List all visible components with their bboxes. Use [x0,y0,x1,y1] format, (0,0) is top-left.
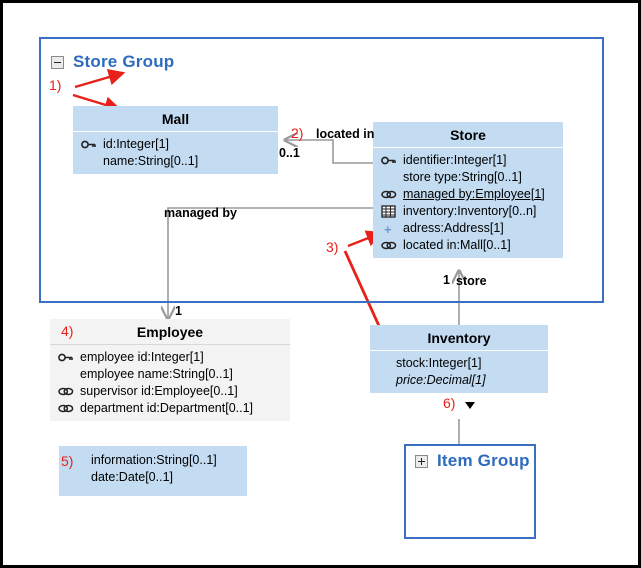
key-icon [381,154,397,167]
attribute-text: inventory:Inventory[0..n] [403,204,537,218]
attribute-row[interactable]: employee name:String[0..1] [50,366,290,383]
class-store-title: Store [373,122,563,147]
item-group-expander-plus-icon[interactable] [415,455,428,468]
attribute-text: supervisor id:Employee[0..1] [80,384,238,398]
triangle-down-icon[interactable] [465,402,475,409]
attribute-text: name:String[0..1] [103,154,199,168]
class-mall[interactable]: Mall id:Integer[1] name:String[0..1] [73,106,278,180]
attribute-text: adress:Address[1] [403,221,504,235]
package-title: Store Group [73,52,175,71]
class-inventory-separator [370,350,548,351]
class-mall-separator [73,131,278,132]
label-store-role: store [456,274,487,288]
class-store-separator [373,147,563,148]
attribute-text: employee name:String[0..1] [80,367,233,381]
annotation-6-label: 6) [443,395,456,411]
attribute-row[interactable]: department id:Department[0..1] [50,400,290,417]
attribute-text: stock:Integer[1] [396,356,482,370]
label-located-in-multiplicity: 0..1 [279,146,300,160]
attribute-row[interactable]: supervisor id:Employee[0..1] [50,383,290,400]
attribute-text: department id:Department[0..1] [80,401,254,415]
class-mall-title: Mall [73,106,278,131]
key-icon [58,351,74,364]
package-expander-minus-icon[interactable] [51,56,64,69]
attribute-row[interactable]: stock:Integer[1] [370,355,548,372]
attribute-text: price:Decimal[1] [396,373,486,387]
item-group-title: Item Group [437,451,530,470]
label-store-multiplicity: 1 [443,273,450,287]
attribute-row[interactable]: store type:String[0..1] [373,169,563,186]
label-located-in: located in [316,127,375,141]
attribute-row[interactable]: price:Decimal[1] [370,372,548,389]
attribute-row[interactable]: name:String[0..1] [73,153,278,170]
annotation-4-label: 4) [61,323,74,339]
class-employee-attributes: employee id:Integer[1] employee name:Str… [50,345,290,421]
note-line: date:Date[0..1] [91,470,174,484]
link-icon [381,188,397,201]
link-icon [381,239,397,252]
attribute-text: located in:Mall[0..1] [403,238,511,252]
note-line: information:String[0..1] [91,453,217,467]
attribute-row[interactable]: id:Integer[1] [73,136,278,153]
attribute-row[interactable]: + adress:Address[1] [373,220,563,237]
attribute-row[interactable]: employee id:Integer[1] [50,349,290,366]
attribute-text: id:Integer[1] [103,137,170,151]
label-employee-multiplicity: 1 [175,304,182,318]
attribute-row[interactable]: managed by:Employee[1] [373,186,563,203]
note-box[interactable]: information:String[0..1] date:Date[0..1] [59,446,247,496]
class-inventory-title: Inventory [370,325,548,350]
link-icon [58,385,74,398]
annotation-5-label: 5) [61,453,74,469]
class-inventory-attributes: stock:Integer[1] price:Decimal[1] [370,351,548,393]
class-mall-attributes: id:Integer[1] name:String[0..1] [73,132,278,174]
class-employee-separator [50,344,290,345]
attribute-row[interactable]: identifier:Integer[1] [373,152,563,169]
package-store-group[interactable] [39,37,604,303]
annotation-2-label: 2) [291,125,304,141]
class-employee-title: Employee [50,319,290,344]
attribute-row[interactable]: inventory:Inventory[0..n] [373,203,563,220]
plus-icon: + [384,222,392,237]
attribute-text: identifier:Integer[1] [403,153,507,167]
class-inventory[interactable]: Inventory stock:Integer[1] price:Decimal… [370,325,548,419]
key-icon [81,138,97,151]
attribute-text: store type:String[0..1] [403,170,522,184]
annotation-1-label: 1) [49,77,62,93]
link-icon [58,402,74,415]
class-store-attributes: identifier:Integer[1] store type:String[… [373,148,563,258]
attribute-text: managed by:Employee[1] [403,187,545,201]
attribute-row[interactable]: located in:Mall[0..1] [373,237,563,254]
label-managed-by: managed by [164,206,237,220]
grid-icon [381,205,397,218]
class-employee[interactable]: Employee employee id:Integer[1] employee… [50,319,290,424]
attribute-text: employee id:Integer[1] [80,350,204,364]
annotation-3-label: 3) [326,239,339,255]
class-store[interactable]: Store identifier:Integer[1] store type:S… [373,122,563,267]
